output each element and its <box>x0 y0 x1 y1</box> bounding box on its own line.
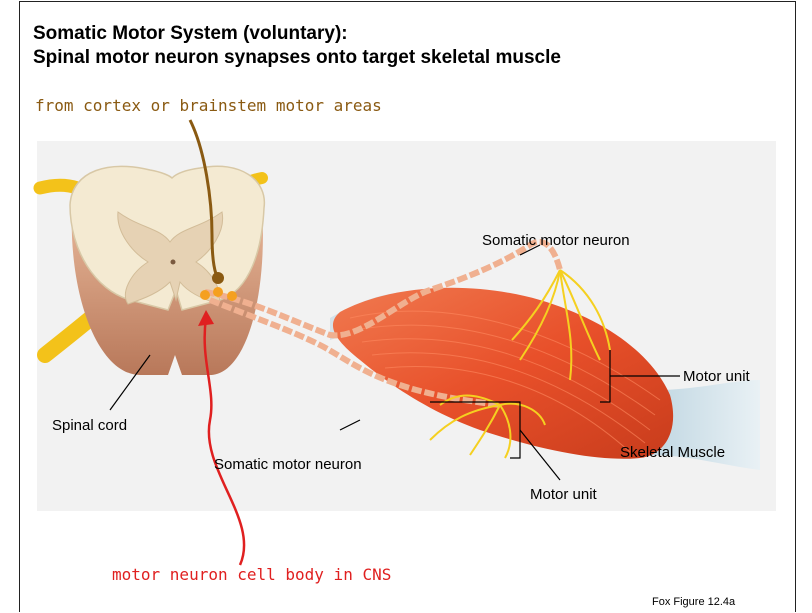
descending-input-annotation: from cortex or brainstem motor areas <box>35 96 382 115</box>
label-motor-unit-bottom: Motor unit <box>530 486 597 503</box>
label-spinal-cord: Spinal cord <box>52 417 127 434</box>
label-somatic-motor-neuron-top: Somatic motor neuron <box>482 232 630 249</box>
label-skeletal-muscle: Skeletal Muscle <box>620 444 725 461</box>
figure-credit: Fox Figure 12.4a <box>652 596 735 608</box>
label-somatic-motor-neuron-bottom: Somatic motor neuron <box>214 456 362 473</box>
cell-body-annotation: motor neuron cell body in CNS <box>112 565 391 584</box>
spinal-cord <box>70 166 264 375</box>
label-motor-unit-right: Motor unit <box>683 368 750 385</box>
